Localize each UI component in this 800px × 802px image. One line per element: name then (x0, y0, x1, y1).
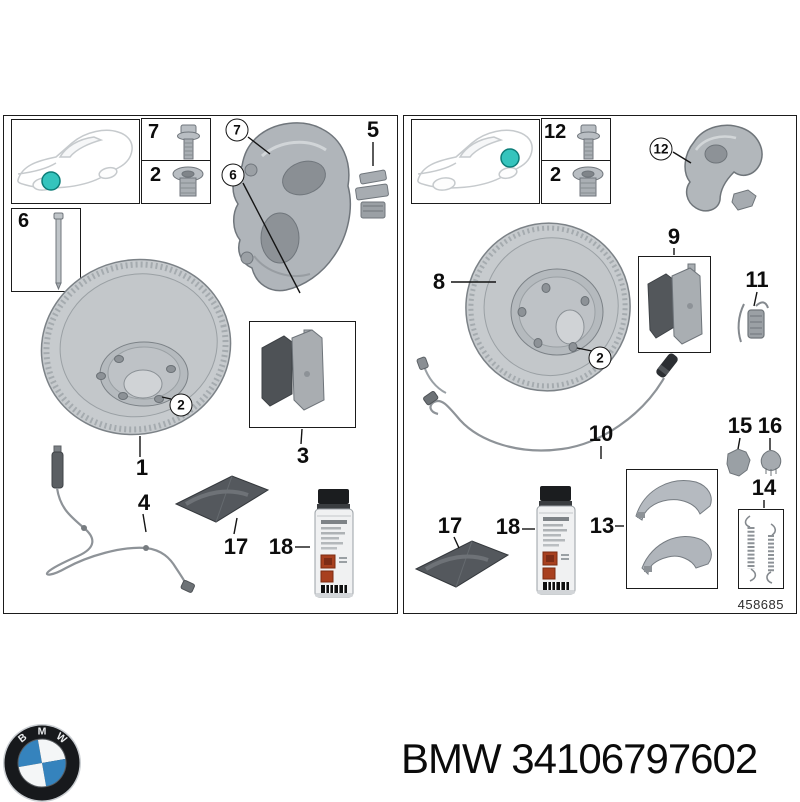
spray-can-drawing (536, 485, 576, 595)
label-grease-pack: 17 (437, 513, 463, 538)
label-wear-sensor: 10 (588, 421, 614, 446)
inset-label-plug: 2 (150, 164, 162, 186)
label-grease-pack: 17 (223, 534, 249, 559)
callout-wheel-bolt: 2 (169, 393, 193, 417)
logo-letter-m: M (38, 726, 47, 738)
retaining-clip-drawing (737, 301, 769, 343)
label-retaining-clip: 11 (745, 267, 769, 292)
label-retaining-spring: 5 (366, 117, 380, 142)
inset-label-bolt: 12 (544, 121, 567, 143)
callout-guide-pin: 6 (221, 163, 245, 187)
label-wear-sensor: 4 (137, 490, 151, 515)
brake-pads-box (249, 321, 356, 428)
diagram-id: 458685 (737, 597, 784, 612)
callout-carrier: 12 (649, 137, 673, 161)
wear-sensor-drawing (45, 445, 195, 593)
bmw-logo: B M W (3, 724, 81, 802)
logo-quadrant-bottom-right (42, 758, 66, 787)
label-brake-pads: 3 (296, 443, 310, 468)
label-spring-set: 14 (751, 475, 777, 500)
label-brake-disc: 1 (135, 455, 149, 480)
brake-caliper-drawing (232, 122, 352, 292)
brake-pads-box (638, 256, 711, 353)
leader-lines (451, 151, 771, 549)
callout-caliper-bolt: 7 (225, 118, 249, 142)
wear-sensor-drawing (416, 353, 678, 452)
label-brake-pads: 9 (667, 224, 681, 249)
grommet-drawing (760, 450, 782, 476)
label-brake-shoes: 13 (589, 513, 615, 538)
label-spray-can: 18 (495, 514, 521, 539)
spring-set-box (738, 509, 784, 589)
brake-shoes-box (626, 469, 718, 589)
label-brake-disc: 8 (432, 269, 446, 294)
grease-pack-drawing (174, 474, 270, 524)
retaining-spring-icon (355, 169, 389, 219)
inset-label-bolt: 7 (148, 121, 160, 143)
inset-label-plug: 2 (550, 164, 562, 186)
logo-quadrant-top-left (18, 739, 42, 768)
bracket-drawing (726, 448, 751, 477)
part-number-text: BMW 34106797602 (401, 735, 758, 782)
label-bracket: 15 (727, 413, 753, 438)
inset-label-pin: 6 (18, 210, 30, 232)
caliper-carrier-drawing (684, 124, 763, 212)
grease-pack-drawing (414, 539, 510, 589)
rear-brake-diagram-panel: 12 2 12 2 8 9 11 10 15 16 14 13 17 18 45… (403, 115, 797, 614)
label-grommet: 16 (757, 413, 783, 438)
label-spray-can: 18 (268, 534, 294, 559)
callout-wheel-bolt: 2 (588, 346, 612, 370)
car-location-inset (11, 119, 140, 204)
car-location-inset (411, 119, 540, 204)
front-brake-diagram-panel: 7 2 6 7 6 2 5 1 4 3 17 18 (3, 115, 398, 614)
spray-can-drawing (314, 488, 354, 598)
brake-disc-drawing (465, 222, 631, 392)
